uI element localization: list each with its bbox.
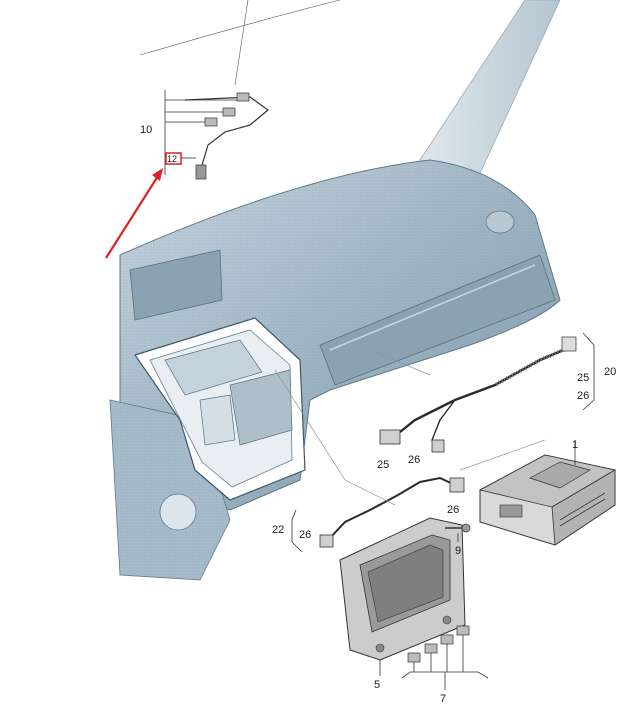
screw-9 (445, 523, 471, 542)
antenna-cable-20 (379, 332, 595, 453)
windshield (139, 0, 341, 86)
callout-10: 10 (140, 124, 152, 136)
callout-5: 5 (374, 679, 380, 691)
callout-25-mid: 25 (377, 459, 389, 471)
callout-7: 7 (440, 693, 446, 705)
dashed-leaders (274, 349, 546, 506)
callout-22: 22 (272, 524, 284, 536)
callout-26-right: 26 (577, 390, 589, 402)
callout-9: 9 (455, 545, 461, 557)
cable-22 (291, 476, 465, 553)
connector-12-highlight[interactable] (165, 152, 182, 165)
display-unit-5 (339, 517, 466, 676)
callout-25-right: 25 (577, 372, 589, 384)
radio-unit-1 (478, 440, 617, 546)
callout-20: 20 (604, 366, 616, 378)
callout-labels: 1 5 7 9 10 12 20 22 25 25 26 26 26 26 (140, 124, 616, 705)
buttons-7 (401, 625, 489, 690)
callout-26-connector: 26 (447, 504, 459, 516)
wiring-harness-10 (164, 90, 269, 180)
callout-12: 12 (167, 154, 177, 164)
red-arrow-icon (105, 168, 163, 259)
dashboard (109, 159, 561, 581)
callout-26-left: 26 (299, 529, 311, 541)
callout-1: 1 (572, 439, 578, 451)
callout-26-mid: 26 (408, 454, 420, 466)
